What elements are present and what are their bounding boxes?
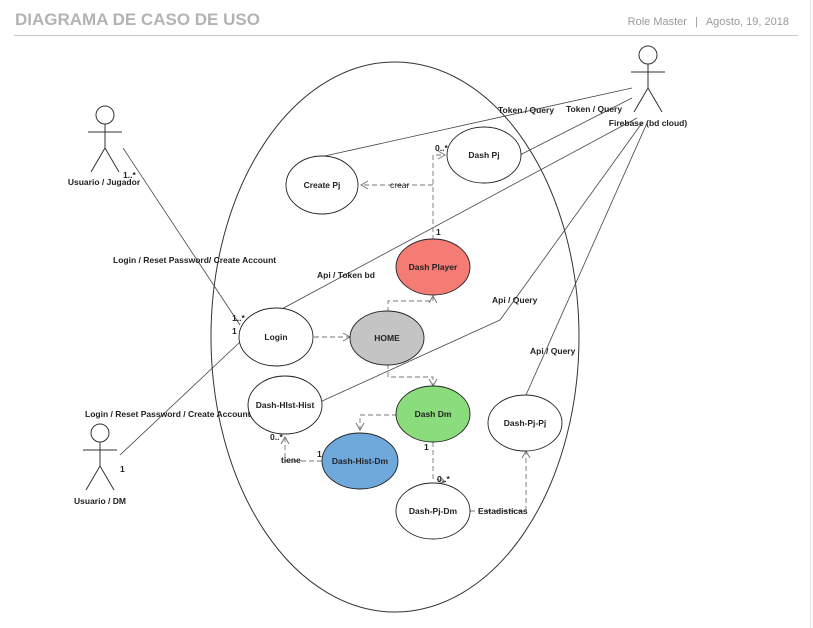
label-tiene: tiene: [281, 455, 301, 465]
mult-dash-player: 1: [436, 227, 441, 237]
mult-pj-dm: 0..*: [437, 474, 450, 484]
label-api-query-2: Api / Query: [530, 346, 576, 356]
dep-dashdm-histdm: [355, 414, 397, 432]
use-case-label: Create Pj: [304, 180, 341, 190]
mult-login-many: 1..*: [232, 313, 245, 323]
use-case-dash-pj-pj[interactable]: Dash-Pj-Pj: [487, 394, 563, 452]
label-api-token-bd: Api / Token bd: [317, 270, 375, 280]
use-case-label: Dash-Pj-Dm: [409, 506, 458, 516]
use-case-dash-dm[interactable]: Dash Dm: [395, 385, 471, 443]
mult-dash-pj: 0..*: [435, 143, 448, 153]
use-case-label: Dash Dm: [415, 409, 452, 419]
mult-hist: 0..*: [270, 432, 283, 442]
dependency-lines: [280, 150, 531, 512]
header-date: Agosto, 19, 2018: [705, 16, 789, 28]
header-meta: Role Master | Agosto, 19, 2018: [628, 16, 789, 28]
use-case-label: Dash Player: [409, 262, 458, 272]
use-case-label: Dash Pj: [468, 150, 499, 160]
dep-dashplayer-dashpj: [432, 150, 447, 240]
line-jugador-login: [122, 147, 241, 326]
use-case-dash-hist-dm[interactable]: Dash-Hist-Dm: [321, 432, 399, 490]
line-dm-login: [119, 341, 241, 456]
use-case-dash-player[interactable]: Dash Player: [395, 238, 471, 296]
use-case-label: Login: [264, 332, 287, 342]
dep-home-dashplayer: [387, 294, 438, 312]
label-token-query-1: Token / Query: [498, 105, 554, 115]
page-title: DIAGRAMA DE CASO DE USO: [15, 10, 260, 29]
use-case-dash-hist-hist[interactable]: Dash-HIst-Hist: [247, 375, 323, 435]
actor-firebase-icon: [631, 45, 665, 113]
label-token-query-2: Token / Query: [566, 104, 622, 114]
actor-firebase-label: Firebase (bd cloud): [609, 118, 688, 128]
dep-dashdm-pjdm: [432, 442, 446, 485]
line-firebase-hist: [319, 319, 501, 403]
dep-estadisticas: [470, 449, 531, 512]
use-case-login[interactable]: Login: [238, 307, 314, 367]
label-crear: crear: [390, 180, 410, 190]
mult-dm: 1: [120, 464, 125, 474]
app-name: Role Master: [627, 16, 687, 28]
use-case-dash-pj[interactable]: Dash Pj: [446, 126, 522, 184]
association-lines: [119, 87, 648, 456]
line-firebase-login: [277, 117, 638, 312]
actor-dm-label: Usuario / DM: [74, 496, 126, 506]
use-case-create-pj[interactable]: Create Pj: [285, 155, 359, 215]
label-login-dm: Login / Reset Password / Create Account: [85, 409, 251, 419]
use-case-label: Dash-HIst-Hist: [256, 400, 315, 410]
use-case-label: Dash-Pj-Pj: [504, 418, 547, 428]
actor-dm-icon: [83, 423, 117, 491]
mult-jugador: 1..*: [123, 170, 136, 180]
use-case-label: HOME: [374, 333, 400, 343]
system-boundary: [210, 61, 580, 613]
actor-jugador-label: Usuario / Jugador: [68, 177, 141, 187]
page-edge: [810, 0, 811, 628]
dep-home-dashdm: [387, 364, 438, 388]
use-case-dash-pj-dm[interactable]: Dash-Pj-Dm: [395, 482, 471, 540]
mult-dash-dm: 1: [424, 442, 429, 452]
header-divider: [14, 35, 798, 36]
use-case-label: Dash-Hist-Dm: [332, 456, 389, 466]
label-api-query-1: Api / Query: [492, 295, 538, 305]
line-firebase-route: [499, 122, 643, 321]
header-separator: |: [694, 16, 698, 28]
mult-hist-dm: 1: [317, 449, 322, 459]
use-case-home[interactable]: HOME: [349, 310, 425, 366]
line-firebase-dashpjpj: [525, 122, 648, 396]
line-firebase-dashpj: [517, 97, 633, 157]
actor-jugador-icon: [88, 105, 122, 173]
label-estadisticas: Estadisticas: [478, 506, 528, 516]
line-firebase-createpj: [319, 87, 633, 158]
label-login-jugador: Login / Reset Password/ Create Account: [113, 255, 276, 265]
dep-tiene: [280, 435, 322, 462]
mult-login-one: 1: [232, 326, 237, 336]
